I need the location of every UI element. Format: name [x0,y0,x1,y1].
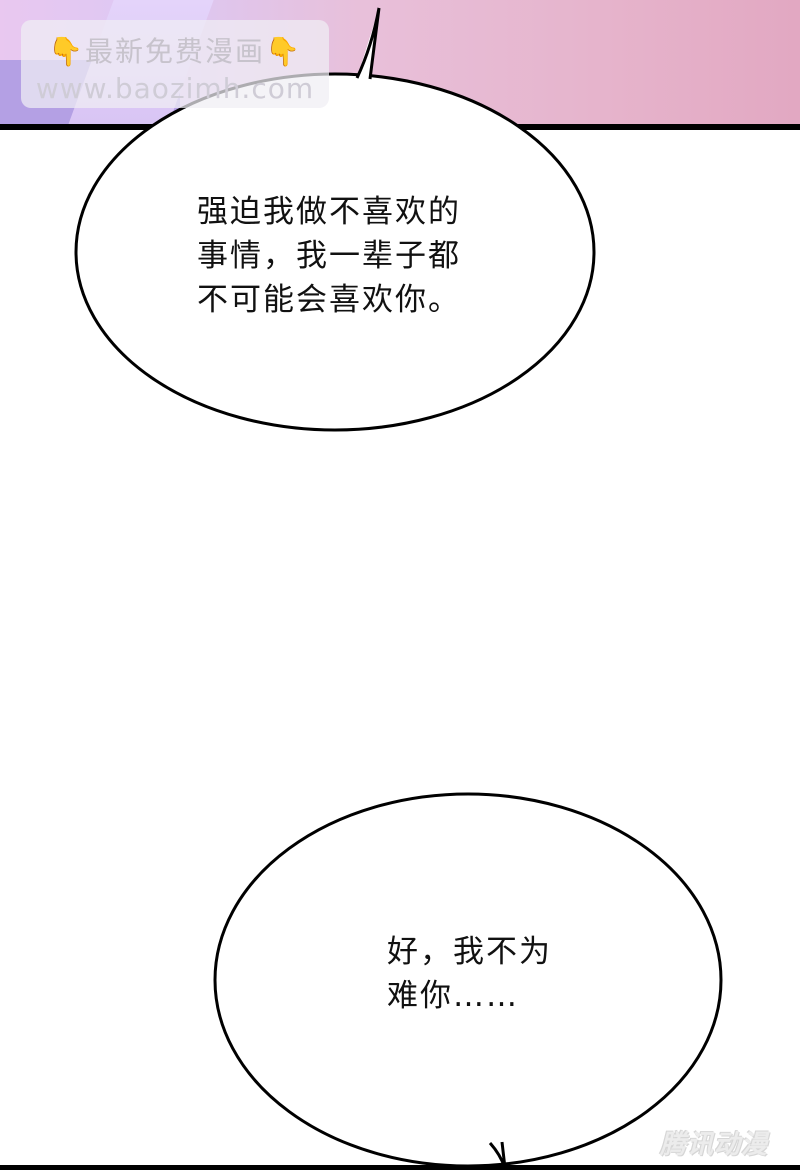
panel-border [0,1165,800,1170]
watermark-title-text: 最新免费漫画 [84,35,265,68]
speech-bubble-2 [213,792,723,1169]
pointing-hand-icon: 👇 [48,35,85,68]
bubble-2-text: 好，我不为 难你…… [387,934,552,1014]
watermark-overlay: 👇最新免费漫画👇 www.baozimh.com [21,20,329,108]
publisher-logo: 腾讯动漫 [660,1130,769,1160]
bubble-1-text: 强迫我做不喜欢的 事情，我一辈子都 不可能会喜欢你。 [197,194,461,318]
watermark-title: 👇最新免费漫画👇 [21,30,329,70]
pointing-hand-icon: 👇 [265,35,302,68]
watermark-url: www.baozimh.com [35,72,315,105]
speech-bubble-1 [74,7,596,432]
